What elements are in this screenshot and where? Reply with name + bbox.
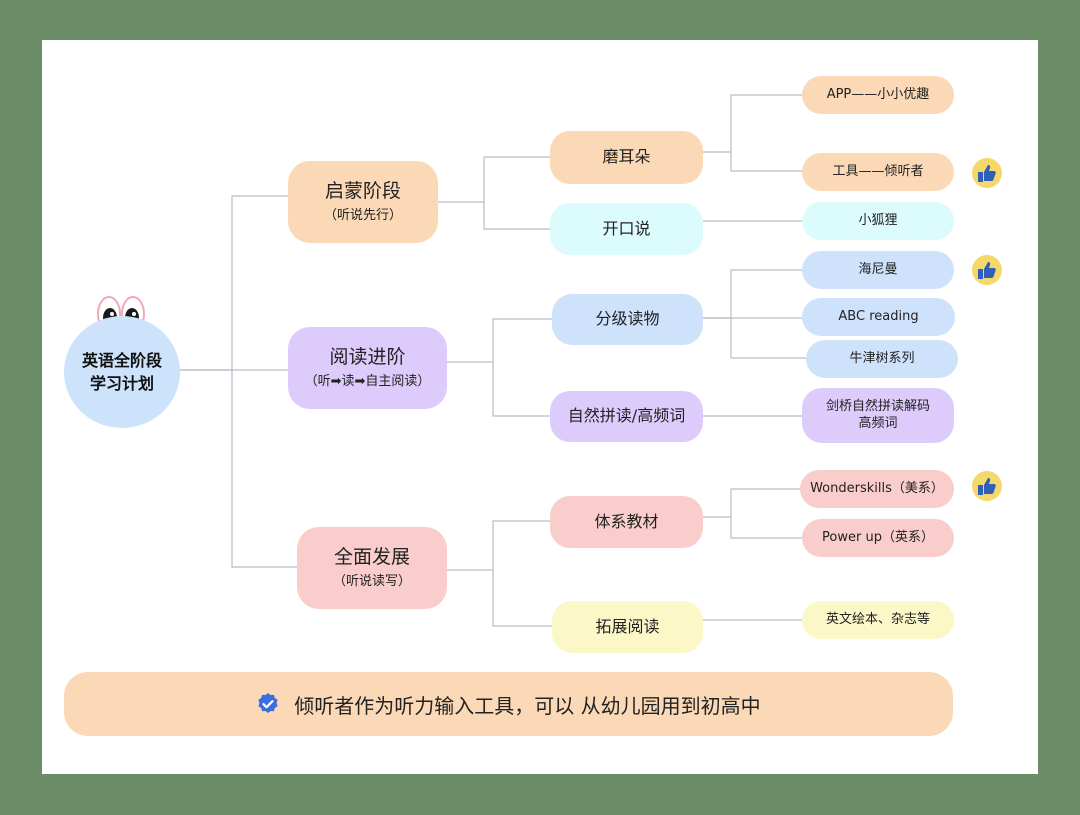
connector-stage1-b2 xyxy=(483,202,550,230)
verified-check-icon xyxy=(258,693,278,713)
leaf-label: 剑桥自然拼读解码 xyxy=(825,398,930,414)
leaf-wonderskills: Wonderskills（美系） xyxy=(800,470,954,508)
stage-title: 启蒙阶段 xyxy=(324,180,401,203)
stage-comprehensive: 全面发展 （听说读写） xyxy=(297,527,447,609)
stage-title: 阅读进阶 xyxy=(329,346,406,369)
footer-banner: 倾听者作为听力输入工具，可以 从幼儿园用到初高中 xyxy=(64,672,953,736)
thumbs-up-icon xyxy=(972,471,1002,501)
root-title-line2: 学习计划 xyxy=(89,374,154,393)
stage-subtitle: （听➡读➡自主阅读） xyxy=(304,373,431,389)
branch-graded-readers: 分级读物 xyxy=(552,294,703,345)
stage-subtitle: （听说先行） xyxy=(323,207,402,223)
leaf-power-up: Power up（英系） xyxy=(802,519,954,557)
connector-stage3-b6 xyxy=(492,570,552,627)
leaf-label: Power up（英系） xyxy=(822,529,934,545)
root-node: 英语全阶段 学习计划 xyxy=(64,316,180,428)
connector-b5-l8 xyxy=(703,488,800,518)
stage-subtitle: （听说读写） xyxy=(332,573,411,589)
thumbs-up-icon xyxy=(972,158,1002,188)
leaf-cambridge-phonics: 剑桥自然拼读解码 高频词 xyxy=(802,388,954,443)
connector-stage3-b5 xyxy=(447,520,550,571)
leaf-fox: 小狐狸 xyxy=(802,202,954,240)
leaf-picture-books: 英文绘本、杂志等 xyxy=(802,601,954,639)
leaf-label: 工具——倾听者 xyxy=(832,163,924,179)
leaf-label: 高频词 xyxy=(858,415,898,431)
connector-b1-l1 xyxy=(703,94,802,153)
connector-stage2-b4 xyxy=(492,362,550,417)
branch-label: 体系教材 xyxy=(594,511,659,531)
leaf-label: 海尼曼 xyxy=(858,261,898,277)
leaf-label: 牛津树系列 xyxy=(849,350,915,366)
branch-label: 分级读物 xyxy=(595,309,660,329)
stage-title: 全面发展 xyxy=(333,546,410,569)
leaf-label: Wonderskills（美系） xyxy=(810,480,944,496)
banner-text: 倾听者作为听力输入工具，可以 从幼儿园用到初高中 xyxy=(294,693,761,718)
branch-textbooks: 体系教材 xyxy=(550,496,703,548)
branch-label: 自然拼读/高频词 xyxy=(567,406,686,426)
branch-listening: 磨耳朵 xyxy=(550,131,703,184)
leaf-abc-reading: ABC reading xyxy=(802,298,955,336)
branch-label: 开口说 xyxy=(602,218,651,238)
stage-enlightenment: 启蒙阶段 （听说先行） xyxy=(288,161,438,243)
thumbs-up-icon xyxy=(972,255,1002,285)
leaf-tool: 工具——倾听者 xyxy=(802,153,954,191)
leaf-label: APP——小小优趣 xyxy=(826,86,930,102)
branch-phonics: 自然拼读/高频词 xyxy=(550,391,703,442)
connector-b5-l9 xyxy=(730,517,802,539)
leaf-app: APP——小小优趣 xyxy=(802,76,954,114)
connector-stage1-b1 xyxy=(438,156,550,203)
branch-extended-reading: 拓展阅读 xyxy=(552,601,703,653)
branch-speaking: 开口说 xyxy=(550,203,703,255)
connector-b1-l2 xyxy=(730,152,802,172)
connector-b3-l6 xyxy=(730,318,806,359)
leaf-oxford-tree: 牛津树系列 xyxy=(806,340,958,378)
leaf-label: 小狐狸 xyxy=(858,212,898,228)
connector-b3-l4 xyxy=(703,269,802,319)
connector-stage2-b3 xyxy=(447,318,552,363)
stage-reading-advance: 阅读进阶 （听➡读➡自主阅读） xyxy=(288,327,447,409)
branch-label: 磨耳朵 xyxy=(602,147,651,167)
root-title-line1: 英语全阶段 xyxy=(81,350,162,370)
leaf-heinemann: 海尼曼 xyxy=(802,251,954,289)
leaf-label: ABC reading xyxy=(838,308,919,324)
branch-label: 拓展阅读 xyxy=(595,616,660,636)
connector-root-stage1 xyxy=(180,195,288,371)
leaf-label: 英文绘本、杂志等 xyxy=(825,611,930,627)
connector-root-stage3 xyxy=(231,370,297,568)
